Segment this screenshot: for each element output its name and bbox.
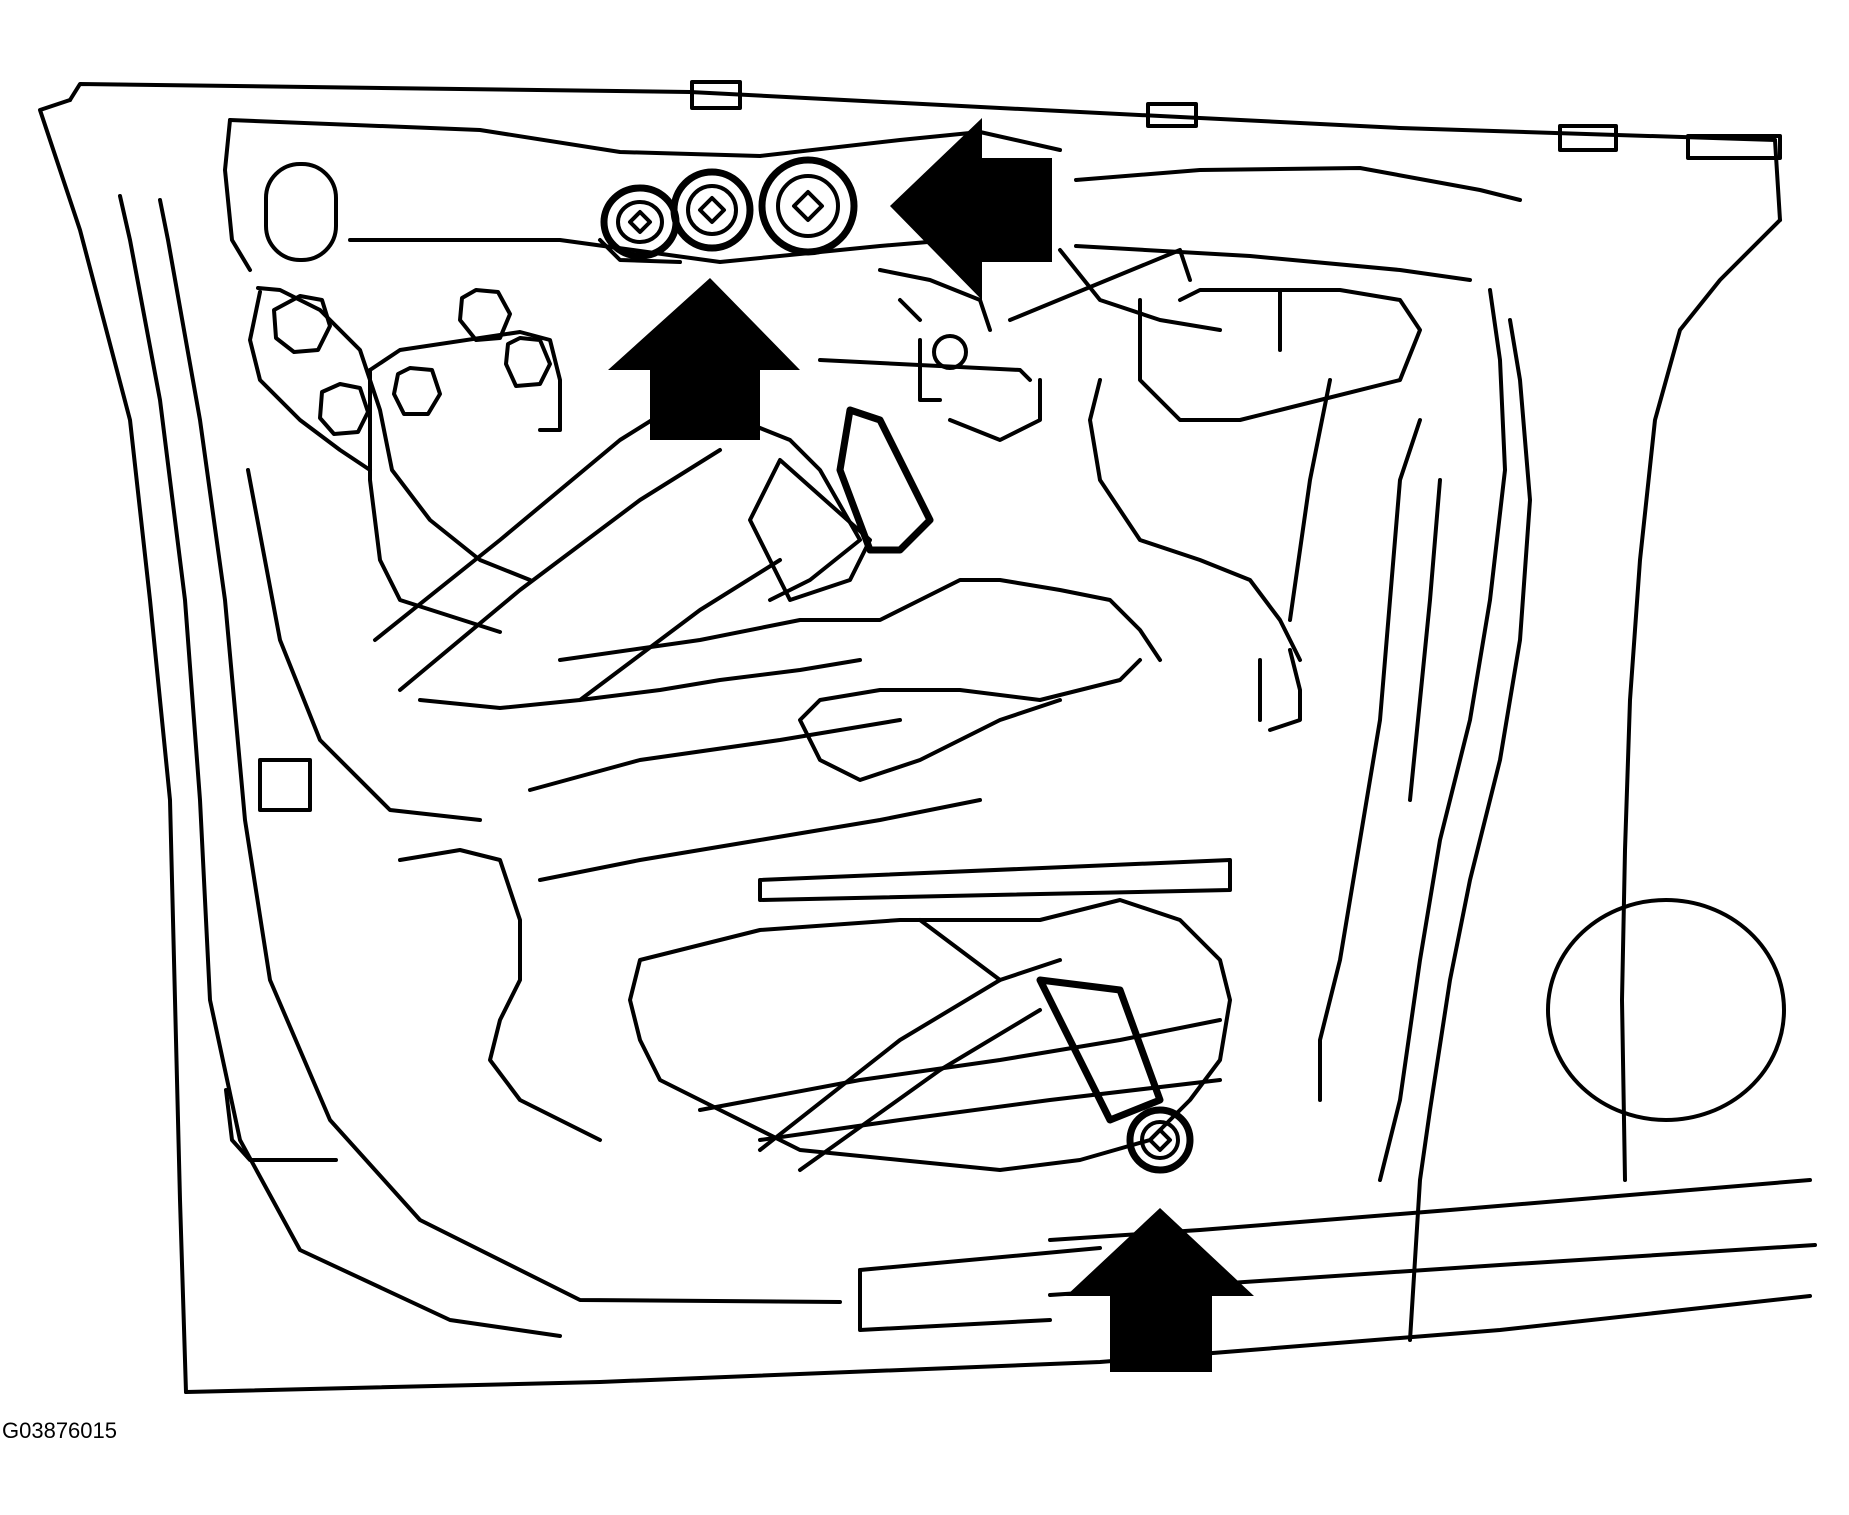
top-edge-clips: [690, 80, 1782, 160]
upper-mounting-plate: [248, 162, 562, 634]
speaker-opening: [1546, 898, 1786, 1122]
callout-arrows: [608, 118, 1254, 1372]
arrow-up-bottom-icon: [1066, 1208, 1254, 1372]
figure-id-label: G03876015: [2, 1418, 117, 1443]
arrow-up-left-icon: [608, 278, 800, 440]
door-outer-shell: [38, 82, 1817, 1394]
regulator-lower: [628, 858, 1232, 1174]
inner-frame-rails: [118, 118, 1532, 1342]
bottom-bracket: [224, 1088, 1102, 1332]
regulator-upper: [373, 248, 1222, 702]
middle-structure: [258, 288, 1442, 1142]
arrow-left-icon: [890, 118, 1052, 300]
top-bolts: [598, 156, 858, 264]
